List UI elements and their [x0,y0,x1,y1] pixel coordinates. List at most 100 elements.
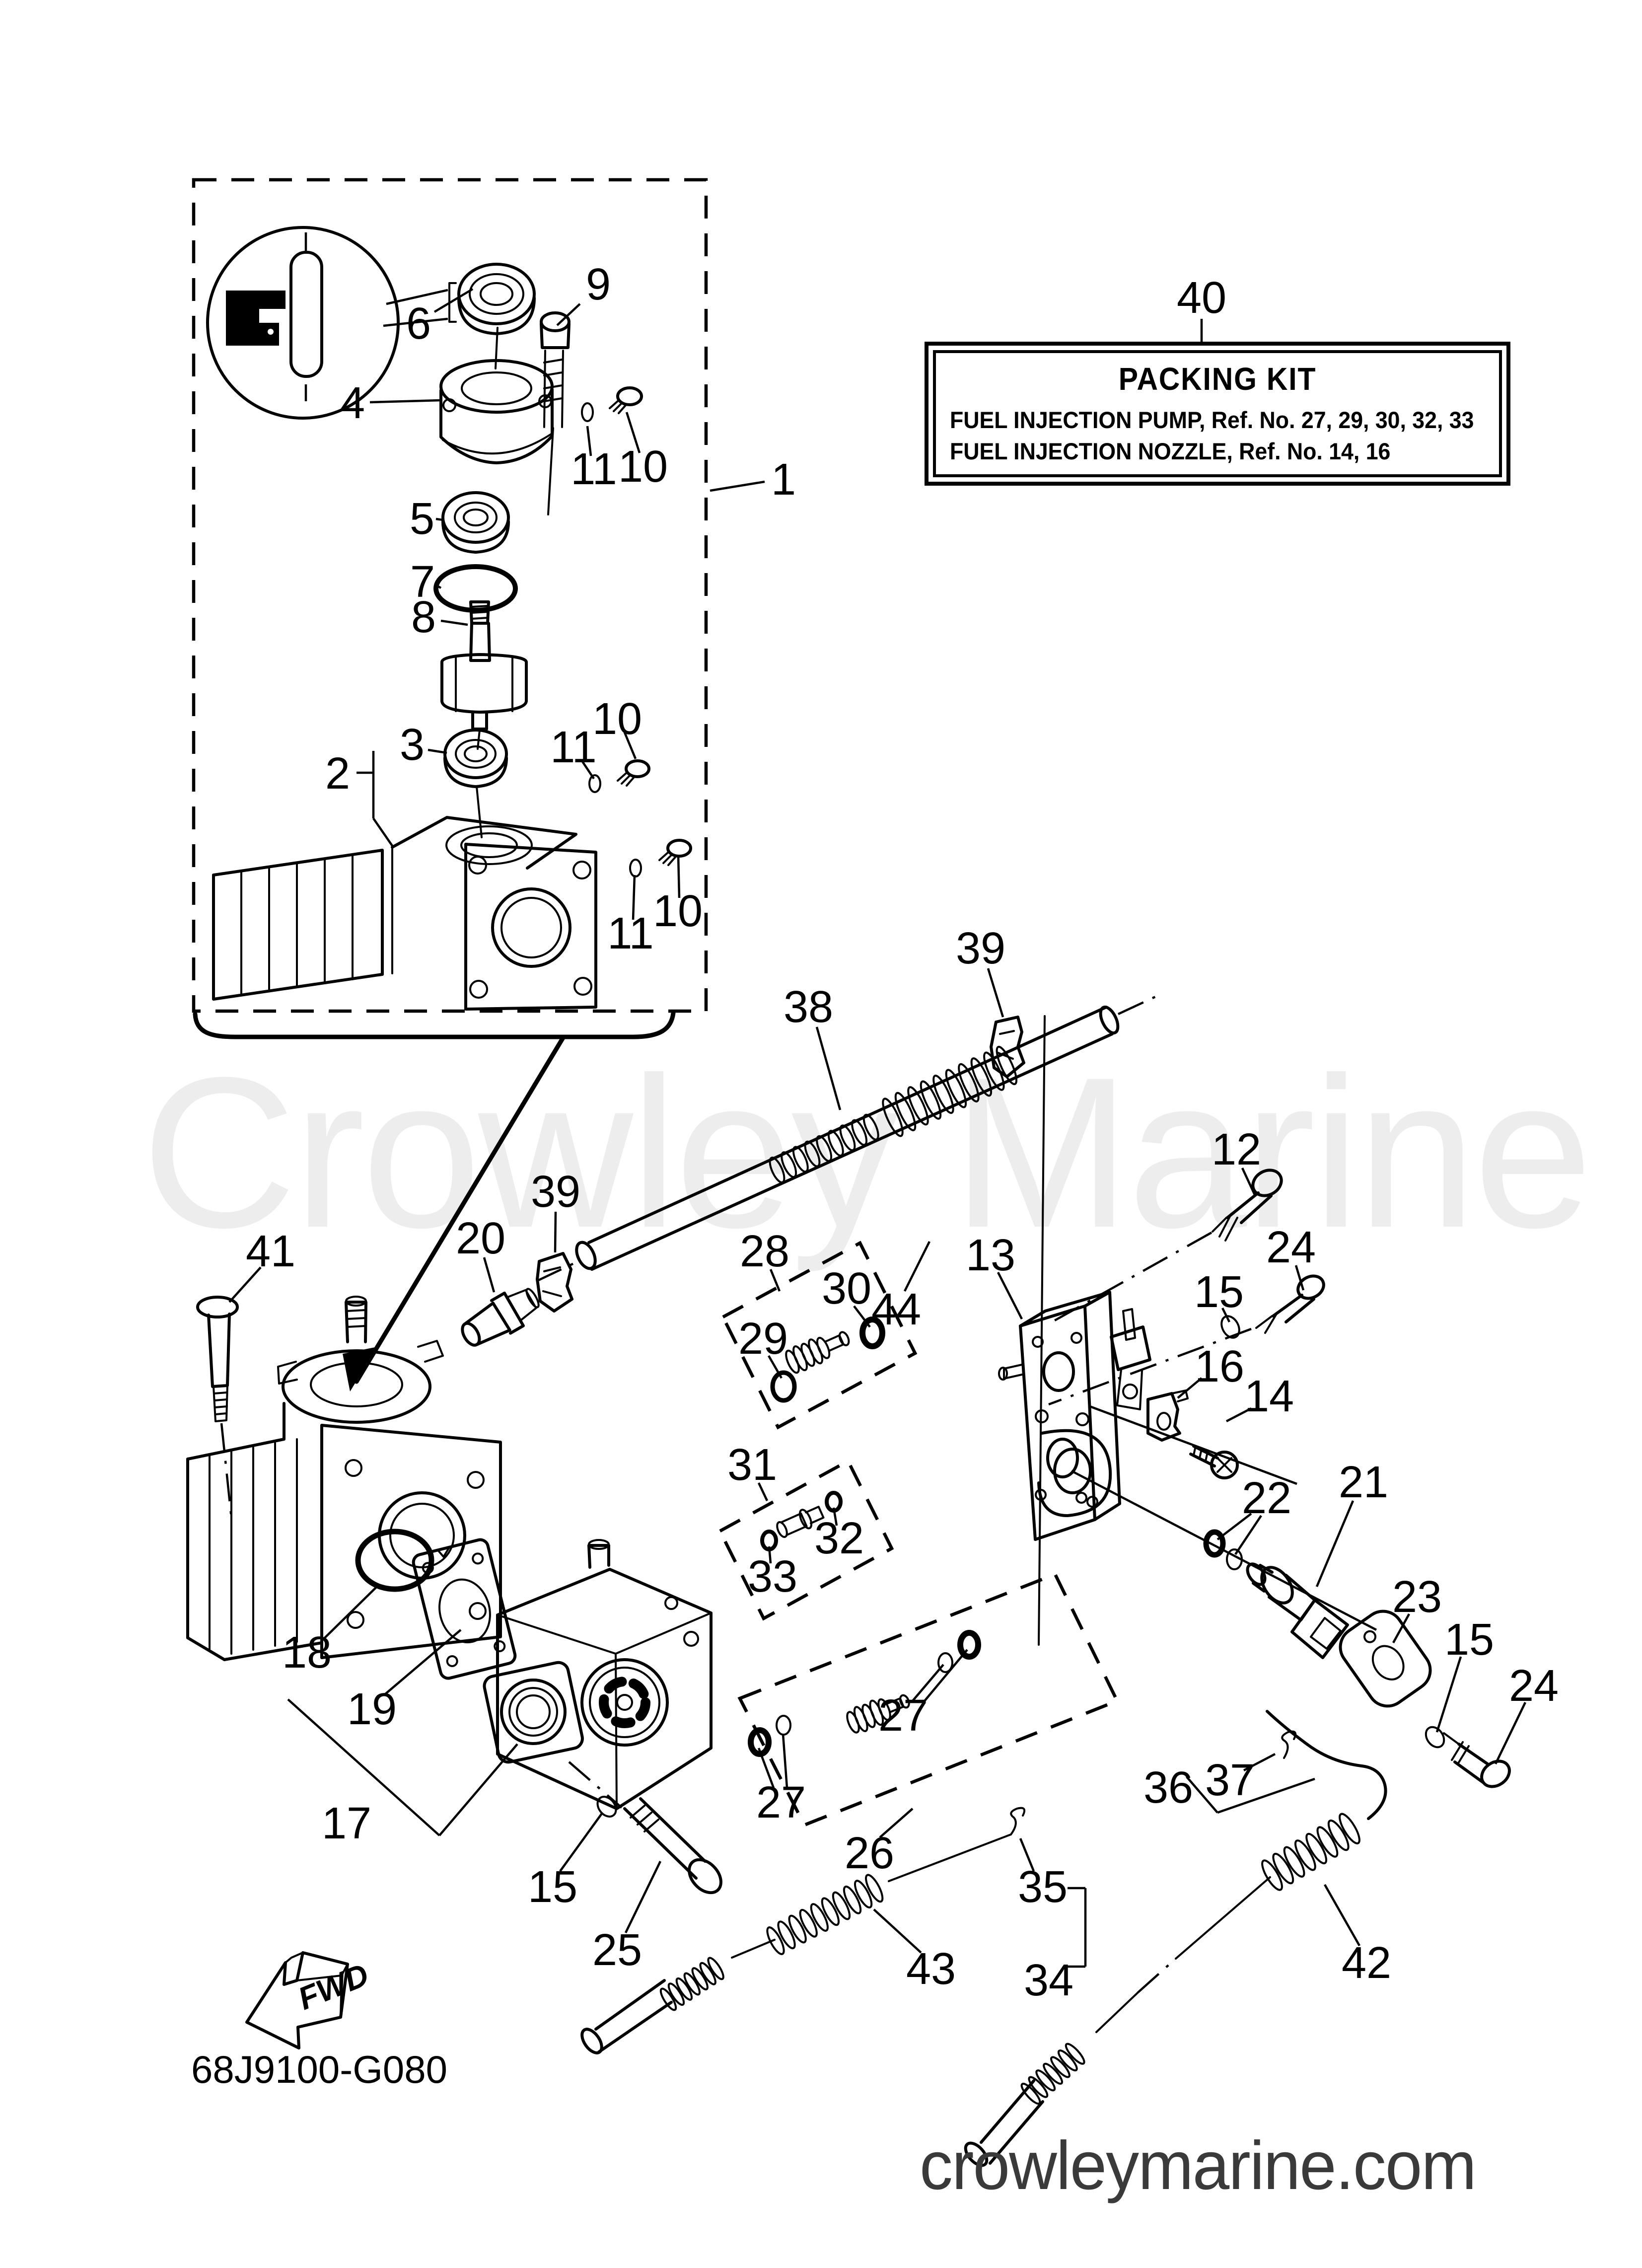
washer-11-mid [588,774,601,793]
holder-4 [439,359,554,464]
callout-leader-30 [853,1305,871,1328]
part-callout-18: 18 [282,1628,332,1678]
part-callout-20: 20 [456,1214,505,1263]
gasket-23 [1339,1610,1432,1708]
callout-leader-29 [768,1355,783,1379]
sensor-21 [1246,1562,1349,1659]
part-callout-27: 27 [878,1691,928,1741]
part-callout-2: 2 [325,749,350,799]
throttle-cable-assembly [461,993,1161,1347]
callout-leader-44 [903,1241,931,1292]
o-ring-30 [859,1317,885,1349]
o-ring-29 [770,1370,797,1403]
part-callout-11: 11 [607,909,653,958]
callout-leader-33 [768,1546,772,1564]
spring-cable-assemblies [580,1710,1387,2167]
part-callout-4: 4 [340,378,365,428]
packing-kit-inner-border: PACKING KIT FUEL INJECTION PUMP, Ref. No… [933,350,1502,477]
o-ring-7 [433,564,518,613]
callout-leader-22 [1234,1515,1262,1555]
part-callout-14: 14 [1244,1372,1294,1421]
part-callout-10: 10 [653,886,703,936]
clip-35 [1010,1807,1025,1835]
callout-leader-4 [369,399,441,404]
callout-leader-10 [623,732,637,759]
packing-kit-line-2: FUEL INJECTION NOZZLE, Ref. No. 14, 16 [950,438,1391,464]
diagram-code: 68J9100-G080 [191,2048,448,2091]
bolt-10-upper [609,386,643,414]
bolt-9 [540,311,571,515]
part-callout-39: 39 [531,1167,580,1217]
part-callout-10: 10 [618,442,668,492]
bearing-3 [443,729,508,838]
part-callout-30: 30 [822,1264,871,1314]
callout-leader-8 [440,619,468,626]
part-callout-12: 12 [1212,1125,1261,1174]
washer-11-upper [581,402,594,422]
part-callout-27: 27 [756,1778,806,1828]
washer-11-lower [629,859,642,878]
callout-leader-11 [586,426,592,456]
callout-leader-11 [632,875,636,920]
carburetor-body [483,1539,722,1895]
part-callout-43: 43 [906,1944,956,1994]
callout-leader-24 [1294,1265,1305,1291]
washer-22 [1226,1548,1243,1570]
part-callout-3: 3 [400,720,425,770]
callout-leader-15 [1221,1307,1231,1323]
inset-brace [193,1011,676,1039]
o-ring-18 [355,1529,434,1592]
inset-pointer-arrowhead [343,1347,377,1391]
bolt-24-upper [1048,1274,1325,1406]
packing-kit-box: PACKING KIT FUEL INJECTION PUMP, Ref. No… [925,342,1510,486]
clamp-39-right [990,1016,1025,1078]
callout-leader-14 [1225,1407,1252,1422]
callout-leader-38 [815,1026,842,1110]
cable-spring-43 [580,1807,1025,2054]
callout-leader-11 [581,760,595,780]
spring-44 [769,1045,1018,1183]
nipple-20 [461,1288,540,1347]
bearing-5 [441,491,510,554]
callout-leader-5 [435,517,444,521]
callout-leader-21 [1315,1500,1355,1587]
callout-leader-15 [559,1813,603,1872]
part-callout-5: 5 [410,494,434,544]
cable-clamp-16 [1146,1390,1189,1442]
callout-leader-13 [997,1271,1023,1320]
fwd-label: FWD [293,1957,373,2017]
part-callout-15: 15 [1194,1267,1244,1317]
inset-assembly [192,178,708,1391]
callout-leader-23 [1392,1613,1410,1644]
bolt-25 [568,1761,722,1895]
part-callout-24: 24 [1509,1661,1559,1711]
callout-leader-35 [1019,1838,1035,1872]
o-ring-22 [1203,1529,1226,1558]
bolt-12 [1046,1169,1283,1326]
bolt-10-lower [658,839,692,866]
callout-leader-24 [1494,1702,1527,1764]
washer-15-upper [1220,1315,1240,1339]
bolt-24-right [1443,1732,1511,1788]
callout-leader-9 [556,303,581,326]
part-callout-34: 34 [1024,1956,1073,2005]
callout-leader-19 [384,1629,462,1695]
callout-leader-10 [625,412,641,453]
clamp-39-left [536,1252,573,1313]
callout-leader-3 [428,748,447,754]
callout-leader-18 [322,1586,377,1641]
bearing-6 [457,263,536,369]
part-callout-24: 24 [1266,1223,1316,1272]
part-callout-11: 11 [550,723,596,772]
lever-arm [1110,1308,1151,1410]
part-callout-15: 15 [528,1862,577,1912]
part-callout-42: 42 [1342,1938,1391,1988]
fuel-pump-body [186,1296,517,1680]
part-callout-28: 28 [740,1227,789,1276]
callout-leader-39 [987,968,1004,1018]
site-url: crowleymarine.com [920,2127,1477,2204]
sensor-assembly [1203,1529,1511,1788]
part-callout-40: 40 [1177,273,1226,323]
